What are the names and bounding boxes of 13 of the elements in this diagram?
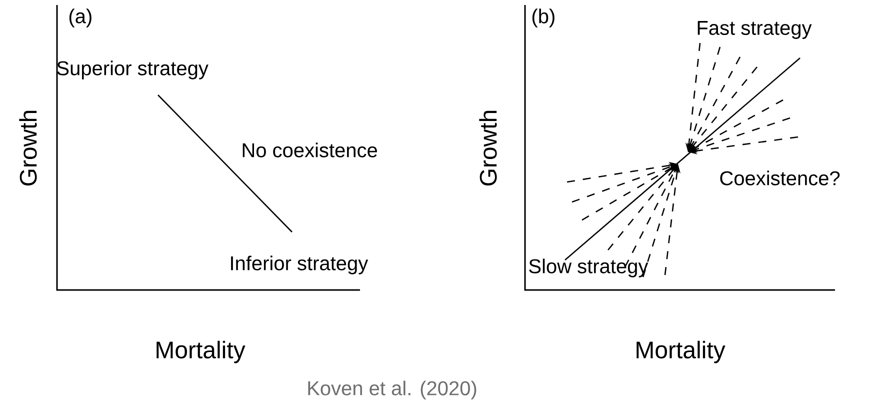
text-label: Fast strategy bbox=[698, 21, 812, 39]
axis-label: Mortality bbox=[636, 340, 726, 364]
text-label: No coexistence bbox=[242, 142, 377, 158]
axis-label: Mortality bbox=[156, 340, 246, 364]
text-label: (b) bbox=[532, 8, 554, 28]
text-label: Superior strategy bbox=[57, 60, 208, 80]
text-label: Slow strategy bbox=[529, 258, 648, 278]
text-label: Inferior strategy bbox=[231, 256, 368, 274]
text-label: Coexistence? bbox=[720, 170, 840, 186]
text-label: (a) bbox=[69, 8, 92, 28]
caption: Koven et al. (2020) bbox=[308, 380, 476, 400]
axis-label: Growth bbox=[479, 110, 497, 186]
axis-label: Growth bbox=[19, 110, 37, 186]
